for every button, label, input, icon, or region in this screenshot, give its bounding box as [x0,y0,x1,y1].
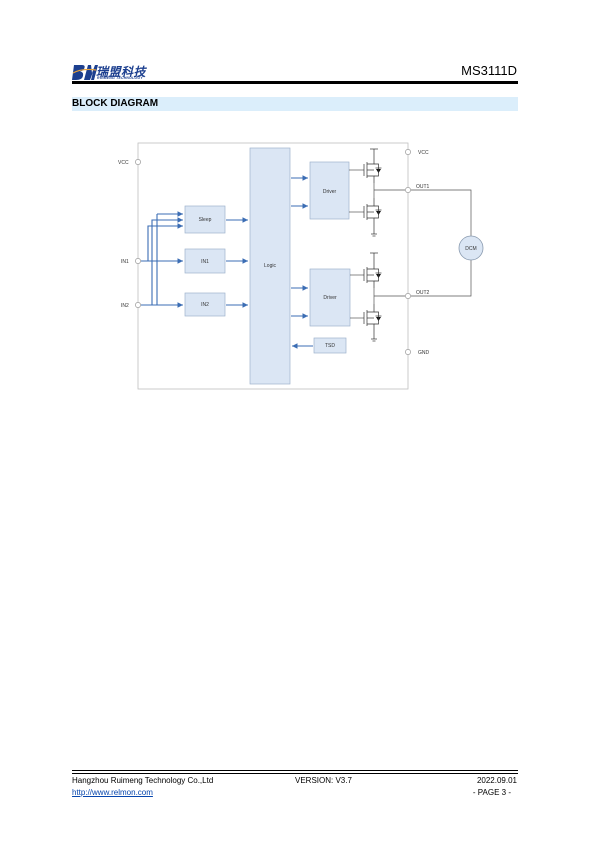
company-logo: 瑞盟科技 RUIMENG TECHNOLOGY [72,62,152,82]
pin-out2: OUT2 [405,290,430,299]
svg-text:IN1: IN1 [201,259,209,265]
block-driver-bottom: Driver [309,268,351,327]
section-heading-bar [72,97,518,111]
block-in2: IN2 [184,292,226,317]
part-number: MS3111D [461,63,517,78]
pin-gnd: GND [405,349,430,356]
block-sleep: Sleep [184,205,226,234]
pin-in1: IN1 [121,258,141,265]
header-rule [72,81,518,84]
svg-text:Sleep: Sleep [199,217,212,223]
pin-out1: OUT1 [405,184,430,193]
logic-driver-wiring [291,175,313,349]
footer-company: Hangzhou Ruimeng Technology Co.,Ltd [72,776,214,785]
svg-text:Driver: Driver [323,295,337,301]
footer-page-number: - PAGE 3 - [472,788,511,797]
section-title: BLOCK DIAGRAM [72,98,159,109]
pin-vcc-right: VCC [405,149,429,156]
footer-version: VERSION: V3.7 [295,776,352,785]
footer-rule-top [72,770,518,771]
svg-text:Logic: Logic [264,263,276,269]
logo-chinese-text: 瑞盟科技 [96,65,147,79]
svg-text:IN1: IN1 [121,259,129,265]
svg-text:IN2: IN2 [201,302,209,308]
mosfet-low-side-1 [363,198,382,237]
pin-vcc-left: VCC [118,159,141,166]
dc-motor: DCM [458,235,484,261]
footer-website-link[interactable]: http://www.relmon.com [72,788,153,797]
svg-text:GND: GND [418,350,430,356]
logo-english-text: RUIMENG TECHNOLOGY [97,76,143,80]
block-logic: Logic [249,147,291,385]
footer-rule-bottom [72,773,518,774]
gate-wiring [349,169,364,319]
block-tsd: TSD [313,337,347,354]
svg-text:TSD: TSD [325,343,335,349]
ruimeng-logo-icon [72,65,98,80]
output-wiring [373,183,472,304]
svg-text:VCC: VCC [418,150,429,156]
pin-in2: IN2 [121,302,141,309]
input-wiring [141,211,248,308]
chip-outline [137,142,409,390]
mosfet-high-side-1 [363,148,382,183]
svg-text:VCC: VCC [118,160,129,166]
mosfet-high-side-2 [363,252,382,288]
footer-date: 2022.09.01 [476,776,517,785]
svg-text:IN2: IN2 [121,303,129,309]
svg-text:Driver: Driver [323,189,337,195]
svg-text:DCM: DCM [465,246,476,252]
block-in1: IN1 [184,248,226,274]
svg-text:OUT1: OUT1 [416,184,430,190]
mosfet-low-side-2 [363,304,382,342]
block-driver-top: Driver [309,161,350,220]
svg-text:OUT2: OUT2 [416,290,430,296]
